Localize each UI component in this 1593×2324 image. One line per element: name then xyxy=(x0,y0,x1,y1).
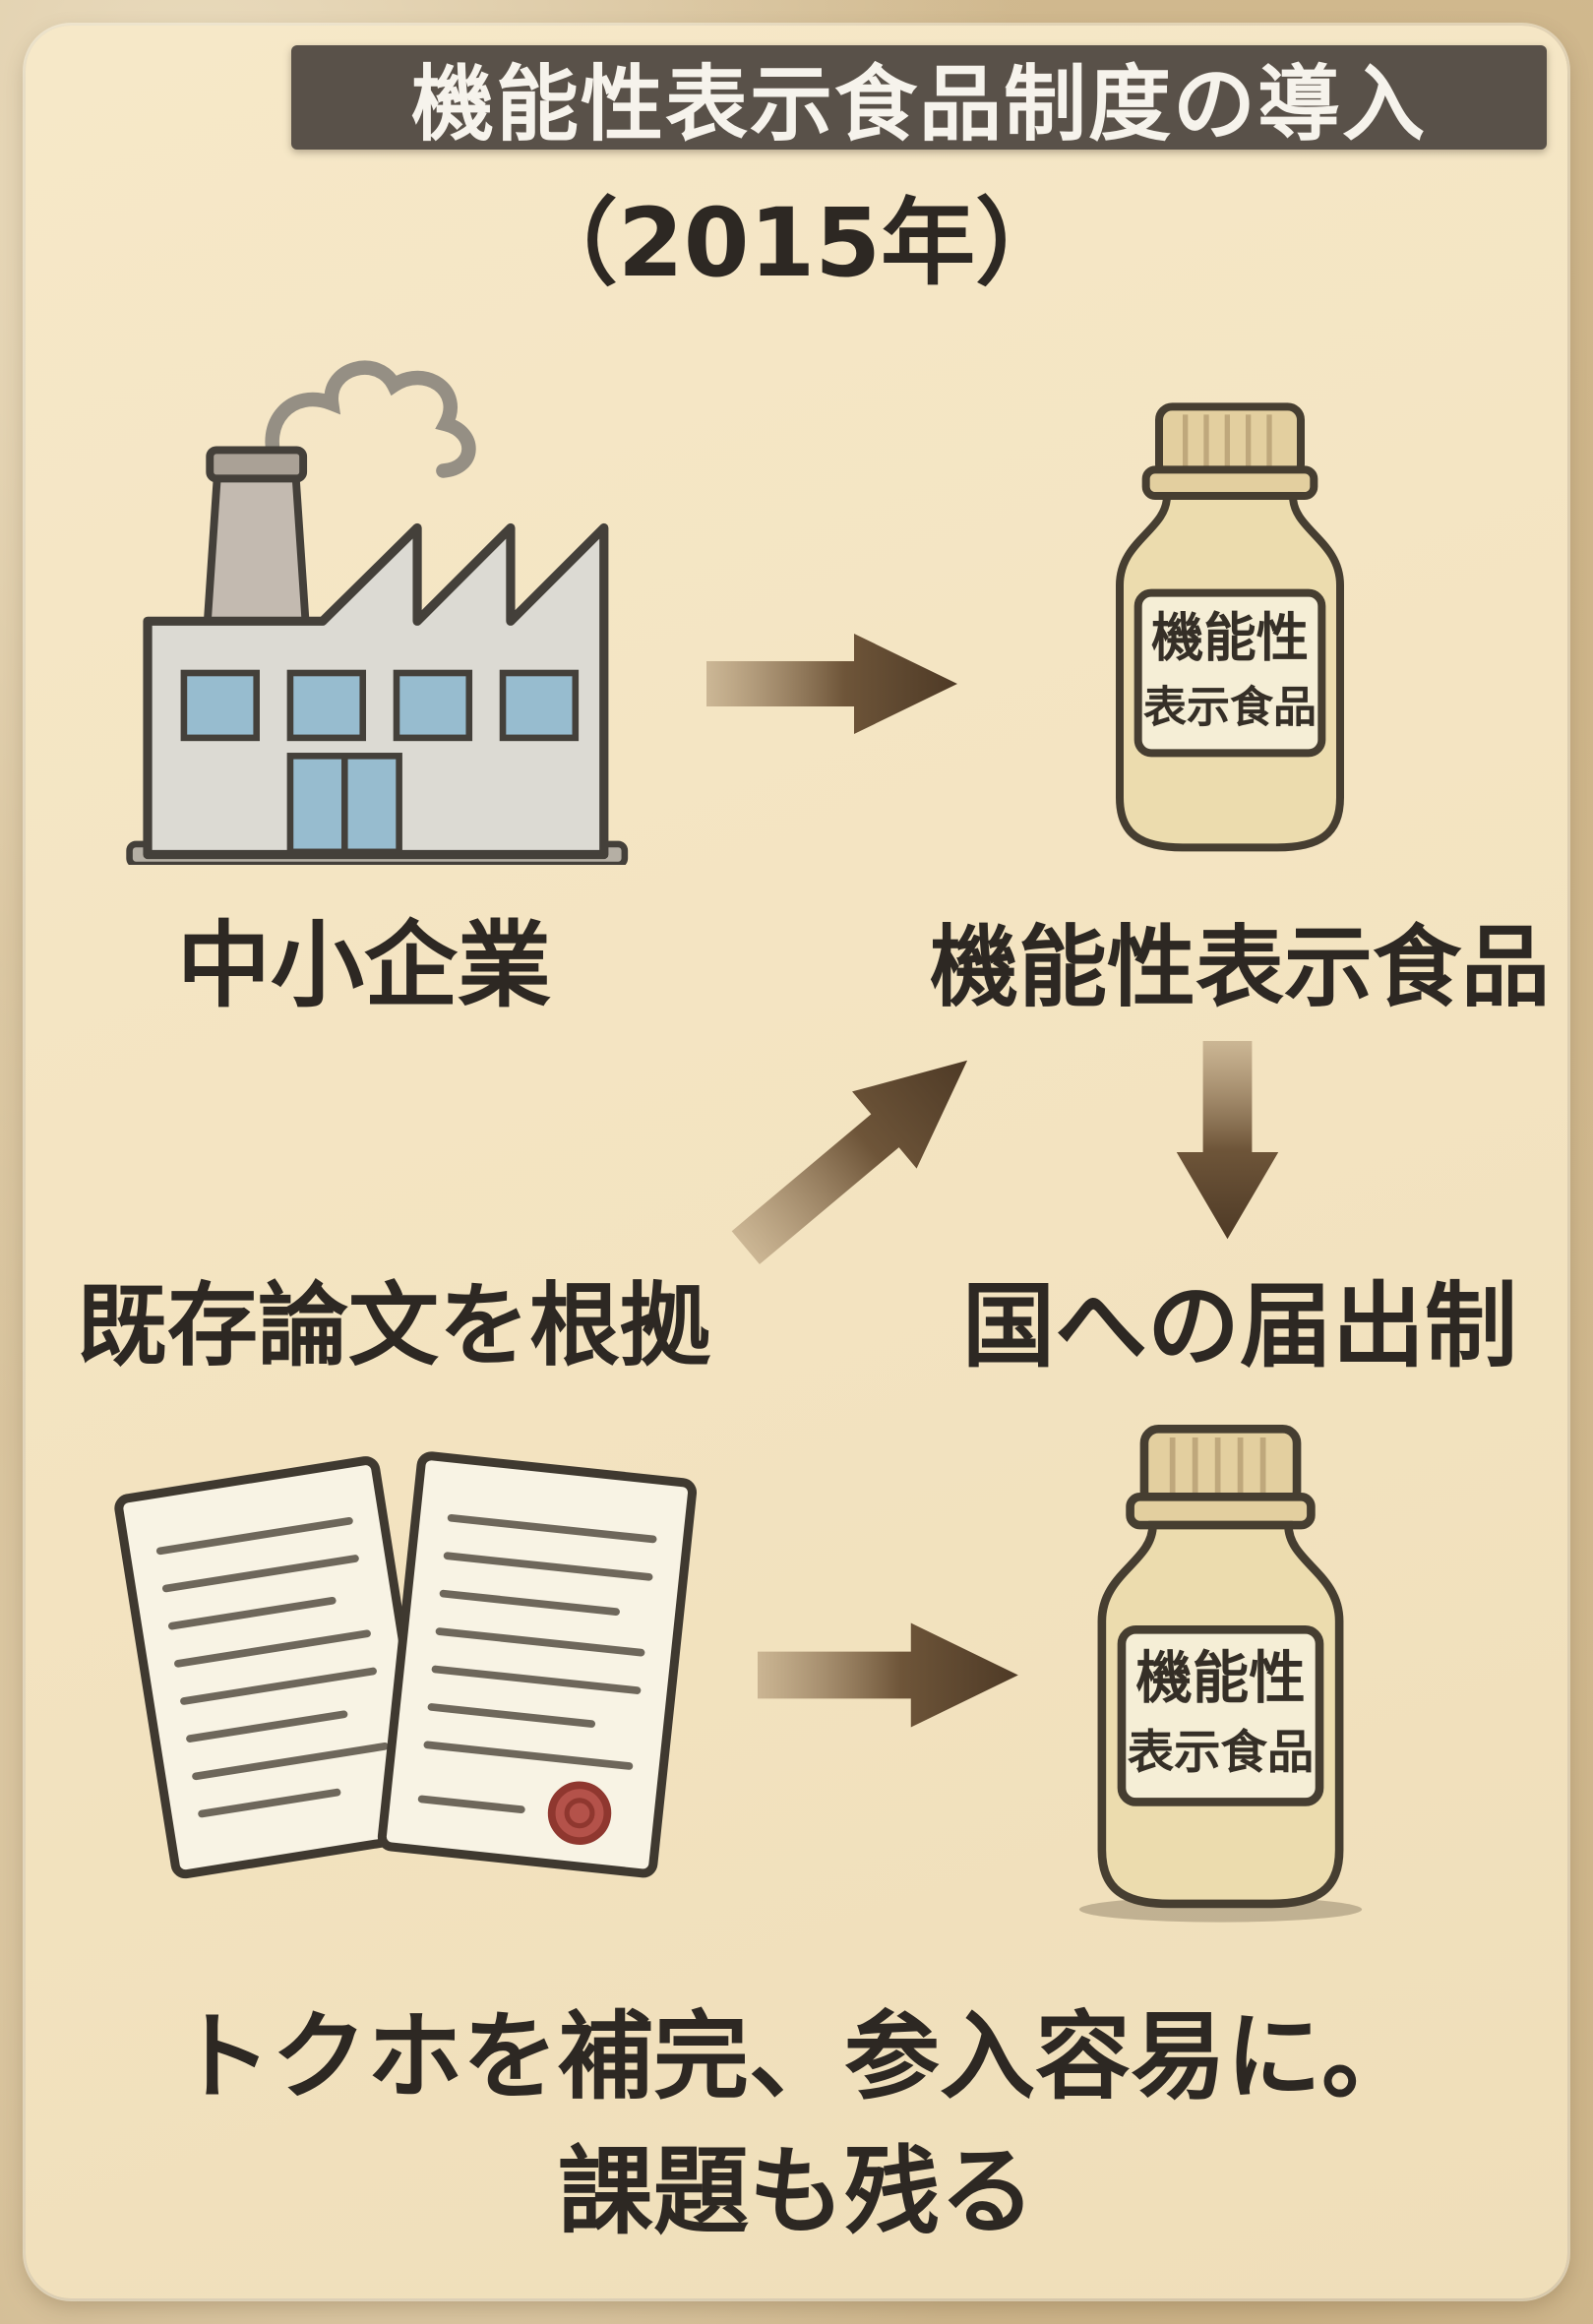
factory-icon-svg xyxy=(126,360,629,865)
arrow-shape xyxy=(758,1622,1018,1728)
arrow-down-icon xyxy=(1171,1041,1284,1244)
window xyxy=(393,669,473,742)
notification-system-label: 国への届出制 xyxy=(961,1273,1517,1380)
supplement-bottle-svg: 機能性 表示食品 xyxy=(1116,402,1344,852)
arrow-right-svg xyxy=(758,1622,1018,1728)
supplement-bottle-icon: 機能性 表示食品 xyxy=(1051,1415,1390,1924)
red-seal-icon xyxy=(547,1781,612,1845)
arrow-right-svg xyxy=(706,634,957,734)
bottle-label-line2: 表示食品 xyxy=(1143,682,1317,732)
subtitle-year: （2015年） xyxy=(522,188,1071,298)
paper-text-lines xyxy=(423,1513,657,1770)
bottle-label-line2: 表示食品 xyxy=(1128,1726,1315,1780)
arrow-shape xyxy=(1176,1041,1279,1240)
footer-line-1: トクホを補完、参入容易に。 xyxy=(176,2001,1417,2112)
chimney-cap xyxy=(206,446,308,483)
evidence-papers-label: 既存論文を根拠 xyxy=(76,1273,710,1378)
footer-line-2: 課題も残る xyxy=(558,2136,1035,2247)
arrow-up-right-svg xyxy=(731,1060,968,1265)
red-seal-inner xyxy=(564,1798,595,1829)
arrow-right-icon xyxy=(706,620,962,748)
factory-icon xyxy=(83,346,653,865)
bottle-label xyxy=(1117,1624,1324,1806)
factory-building xyxy=(143,522,609,860)
window xyxy=(499,669,580,742)
cap-ridges xyxy=(1183,414,1272,470)
arrow-shape xyxy=(706,634,957,734)
arrow-shape xyxy=(731,1060,968,1265)
paper-sheet xyxy=(377,1451,698,1878)
bottle-label-line1: 機能性 xyxy=(1151,607,1309,669)
arrow-right-icon xyxy=(758,1609,1023,1742)
supplement-bottle-svg: 機能性 表示食品 xyxy=(1078,1425,1363,1923)
paper-right xyxy=(377,1451,698,1878)
documents-svg xyxy=(114,1451,698,1879)
title-bar: 機能性表示食品制度の導入 xyxy=(291,45,1547,153)
chimney xyxy=(203,466,310,630)
bottle-label-line1: 機能性 xyxy=(1135,1645,1305,1711)
supplement-bottle-icon: 機能性 表示食品 xyxy=(1072,394,1387,866)
window xyxy=(180,669,260,742)
documents-icon xyxy=(77,1407,736,1939)
smoke-icon xyxy=(265,360,476,478)
smes-label: 中小企業 xyxy=(176,912,551,1020)
window xyxy=(286,669,367,742)
arrow-down-svg xyxy=(1176,1041,1279,1240)
arrow-up-right-icon xyxy=(704,1009,1011,1296)
page-title: 機能性表示食品制度の導入 xyxy=(410,55,1427,153)
cap-ridges xyxy=(1169,1437,1266,1498)
paper-text-lines xyxy=(155,1516,390,1818)
bottle-label xyxy=(1133,588,1326,758)
functional-food-label: 機能性表示食品 xyxy=(930,916,1550,1019)
signature-line xyxy=(417,1795,525,1813)
